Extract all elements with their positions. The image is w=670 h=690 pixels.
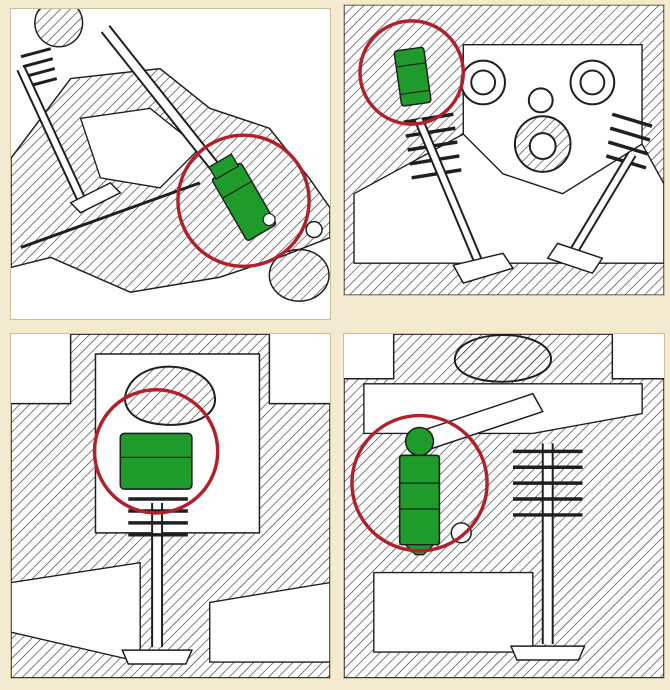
- panel-roller-follower: [343, 333, 665, 679]
- valve-head: [121, 649, 193, 665]
- cam-lobe: [124, 365, 216, 426]
- roller-pin: [305, 220, 323, 239]
- rocker-arm-drawing: [11, 9, 330, 302]
- port-cavity: [373, 571, 534, 653]
- valve-head: [69, 181, 122, 214]
- bucket-tappet-drawing: [11, 334, 330, 678]
- port-cavity: [79, 107, 201, 189]
- callout-circle: [350, 413, 489, 553]
- valve-head: [509, 645, 586, 661]
- camshaft-discs: [460, 59, 616, 173]
- cam-lobe: [34, 9, 84, 48]
- dohc-drawing: [344, 5, 664, 295]
- head-gasket: [20, 181, 201, 249]
- hydraulic-lifter-highlight: [208, 153, 277, 241]
- hydraulic-lifter-highlight: [393, 46, 432, 107]
- panel-dohc: [343, 4, 665, 296]
- cam-lobe: [453, 334, 552, 383]
- callout-circle: [176, 133, 311, 269]
- callout-circle: [358, 19, 466, 126]
- valve-spring: [512, 449, 583, 517]
- panel-bucket-tappet: [10, 333, 331, 679]
- callout-circle: [92, 387, 220, 515]
- roller-follower-drawing: [344, 334, 664, 678]
- hydraulic-lifter-highlight: [119, 432, 193, 490]
- camshaft-lobe: [268, 248, 330, 302]
- panel-rocker-arm: [10, 8, 331, 320]
- hydraulic-lifter-highlight: [398, 426, 441, 556]
- oil-port: [450, 522, 472, 544]
